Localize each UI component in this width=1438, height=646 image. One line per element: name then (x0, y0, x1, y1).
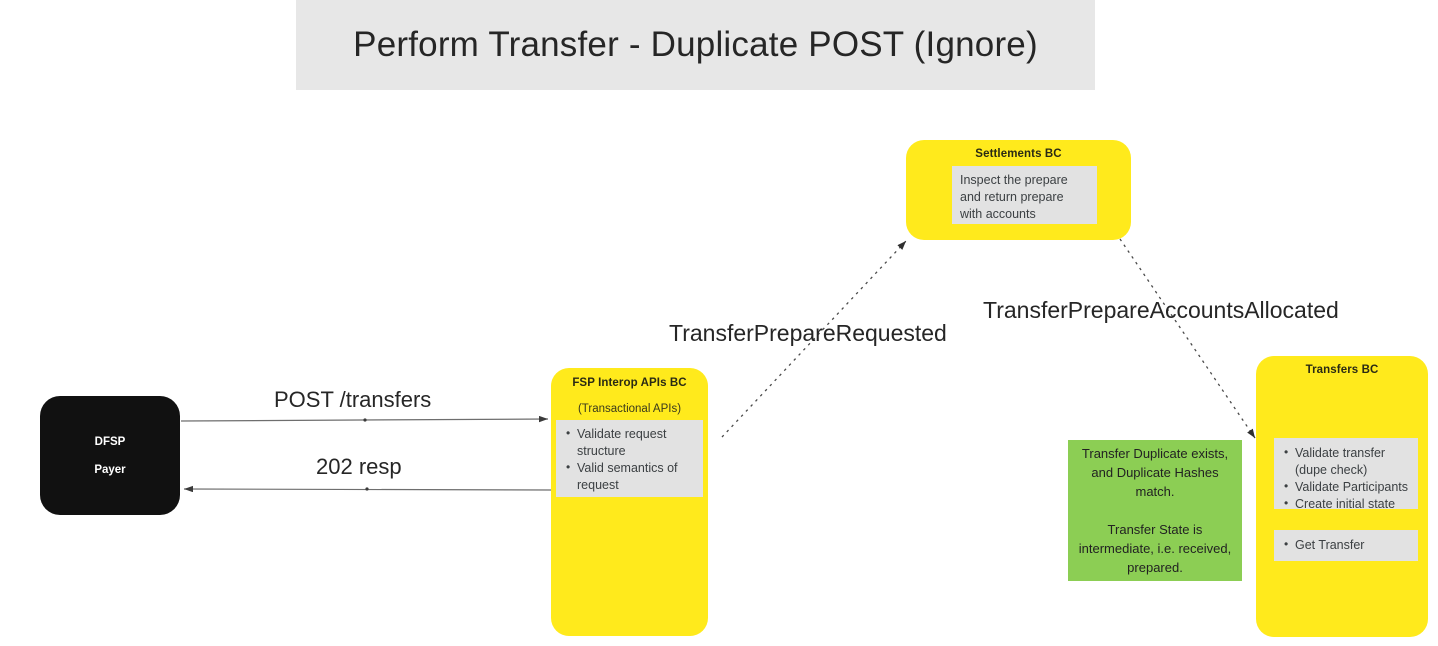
panel-fsp-interop-validations: Validate request structure Valid semanti… (556, 420, 703, 497)
label-transfer-prepare-accounts-allocated: TransferPrepareAccountsAllocated (983, 297, 1339, 323)
panel-transfers-primary: Validate transfer (dupe check) Validate … (1274, 438, 1418, 512)
list-item: Get Transfer (1282, 536, 1412, 554)
arrow-post-transfers (180, 415, 549, 423)
arrow-transfer-prepare-accounts-allocated (1119, 238, 1256, 439)
list-transfers-secondary: Get Transfer (1282, 536, 1412, 554)
page-title: Perform Transfer - Duplicate POST (Ignor… (353, 25, 1038, 64)
list-item: Validate Participants (1282, 478, 1412, 496)
list-fsp-interop-validations: Validate request structure Valid semanti… (564, 425, 697, 494)
bc-transfers[interactable]: Transfers BC Validate transfer (dupe che… (1256, 356, 1428, 637)
actor-dfsp-payer[interactable]: DFSP Payer (40, 396, 180, 515)
list-item: Create initial state (1282, 495, 1412, 513)
settlements-note-text: Inspect the prepare and return prepare w… (960, 173, 1068, 221)
bc-fsp-interop-subtitle: (Transactional APIs) (577, 403, 682, 415)
panel-transfers-secondary: Get Transfer (1274, 530, 1418, 561)
panel-settlements-note: Inspect the prepare and return prepare w… (952, 166, 1097, 224)
label-post-transfers: POST /transfers (274, 387, 432, 412)
label-202-resp: 202 resp (316, 454, 402, 479)
bc-settlements-title: Settlements BC (975, 148, 1062, 160)
list-item: Valid semantics of request (564, 459, 697, 494)
bc-fsp-interop-apis[interactable]: FSP Interop APIs BC (Transactional APIs)… (551, 368, 708, 636)
list-item: Validate transfer (dupe check) (1282, 444, 1412, 479)
arrow-202-resp (183, 485, 552, 493)
title-banner: Perform Transfer - Duplicate POST (Ignor… (296, 0, 1095, 90)
bc-fsp-interop-title: FSP Interop APIs BC (572, 377, 687, 389)
bc-settlements[interactable]: Settlements BC Inspect the prepare and r… (906, 140, 1131, 240)
note-paragraph-1: Transfer Duplicate exists, and Duplicate… (1081, 446, 1229, 499)
note-duplicate-condition: Transfer Duplicate exists, and Duplicate… (1068, 440, 1242, 581)
list-transfers-primary: Validate transfer (dupe check) Validate … (1282, 444, 1412, 513)
bc-transfers-title: Transfers BC (1305, 364, 1379, 376)
actor-label-line1: DFSP (94, 435, 126, 448)
actor-label-line2: Payer (94, 463, 126, 476)
label-transfer-prepare-requested: TransferPrepareRequested (669, 320, 947, 346)
note-paragraph-2: Transfer State is intermediate, i.e. rec… (1078, 522, 1232, 575)
list-item: Validate request structure (564, 425, 697, 460)
